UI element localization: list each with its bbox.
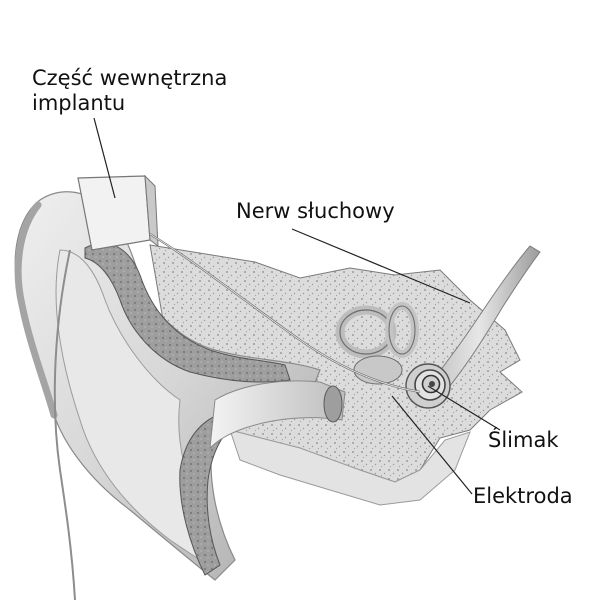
auditory-nerve [417,245,541,409]
leader-nerve [291,228,471,304]
label-auditory-nerve: Nerw słuchowy [236,199,395,223]
label-implant-line1: Część wewnętrzna [32,66,228,90]
label-cochlea: Ślimak [488,428,559,452]
label-implant-internal-part: Część wewnętrzna implantu [32,66,227,116]
ear-canal [209,380,346,450]
eardrum [323,385,343,423]
leader-electrode [391,395,473,495]
cochlea-spiral [405,363,451,409]
label-implant-line2: implantu [32,91,126,115]
leader-lines [93,117,501,495]
lower-bone-slab [229,429,471,506]
processor-cable [53,249,76,601]
cartilage-section [84,242,291,383]
helix-rim [14,201,58,419]
leader-implant [93,117,116,199]
implant-receiver-side [144,174,159,248]
lower-cartilage [179,411,241,576]
leader-cochlea [427,385,501,431]
label-electrode: Elektroda [473,484,573,508]
implant-lead-inner [149,233,421,393]
